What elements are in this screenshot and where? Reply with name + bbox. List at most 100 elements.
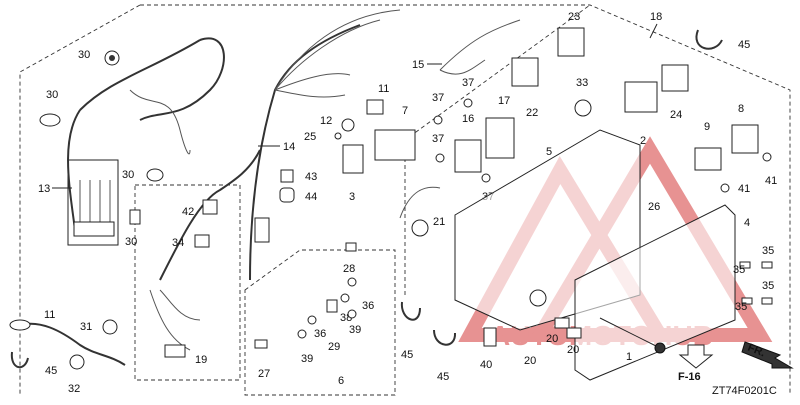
callout-6: 6 [338,375,344,387]
frame-left [19,4,141,395]
receptacle-15 [454,139,482,173]
frame-harness-sub [134,184,241,381]
unit-8 [731,124,759,154]
callout-2: 2 [640,135,646,147]
clamp-30-b [39,113,61,127]
band-45-c [400,301,421,321]
reference-label: F-16 [678,371,701,383]
callout-35-b: 35 [733,264,745,276]
callout-14: 15 [412,59,424,71]
callout-34: 34 [172,237,184,249]
rod-1 [599,317,661,349]
callout-24: 24 [670,109,682,121]
callout-31: 31 [80,321,92,333]
callout-35-d: 35 [735,301,747,313]
callout-20-b: 20 [567,344,579,356]
harness-12 [67,37,225,237]
callout-36-a: 36 [362,300,374,312]
callout-18: 19 [195,354,207,366]
wire-14 [439,19,521,75]
callout-23: 23 [568,11,580,23]
knob-19 [529,289,547,307]
callout-37-a: 37 [432,92,444,104]
callout-5: 5 [546,146,552,158]
callout-45-b: 45 [738,39,750,51]
band-45-d [433,329,457,346]
receptacle-7 [374,129,416,161]
part-29 [326,299,338,313]
screw-27 [345,242,357,252]
callout-45-a: 45 [45,365,57,377]
washer-36-b [307,315,317,325]
callout-35-a: 35 [762,245,774,257]
callout-10: 11 [44,309,55,321]
callout-28: 25 [304,131,316,143]
callout-42: 42 [182,206,194,218]
screw-35-c [761,297,773,305]
callout-39-a: 39 [301,353,313,365]
callout-37-c: 37 [462,77,474,89]
screw-41-a [762,152,772,162]
part-20-b [566,327,582,339]
switch-11-a [366,99,384,115]
callout-3: 3 [349,191,355,203]
switch-3 [342,144,364,174]
washer-36-a [347,277,357,287]
unit-2 [624,81,658,113]
clamp-30-c [146,168,164,182]
callout-22: 22 [526,107,538,119]
receptacle-16 [485,117,515,159]
callout-25: 26 [648,201,660,213]
callout-41-b: 41 [738,183,750,195]
screw-40 [483,327,497,347]
callout-26: 27 [258,368,270,380]
washer-39-b [347,309,357,319]
callout-30-a: 30 [78,49,90,61]
washer-37-c [463,98,473,108]
switch-33 [574,99,592,117]
callout-40: 40 [480,359,492,371]
switch-11-b [341,118,355,132]
callout-19: 20 [524,355,536,367]
grommet-31 [102,319,118,335]
band-45-a [10,351,29,368]
clip-42 [202,199,218,215]
wire-10 [19,322,126,366]
washer-37-a [433,115,443,125]
washer-37-d [481,173,491,183]
clip-43 [280,169,294,183]
sleeve-44 [279,187,295,203]
wire-21 [399,186,441,219]
callout-8: 8 [738,103,744,115]
reference-f16: F-16 [678,344,714,383]
screw-35-a [761,261,773,269]
callout-9: 9 [704,121,710,133]
callout-17: 18 [650,11,662,23]
breaker-22 [511,57,539,87]
callout-4: 4 [744,217,750,229]
callout-13: 14 [283,141,295,153]
callout-30-b: 30 [46,89,58,101]
grommet-32 [69,354,85,370]
callout-11-a: 11 [378,83,389,95]
callout-27: 28 [343,263,355,275]
screw-35-d [741,297,753,305]
callout-29: 29 [328,341,340,353]
screw-41-b [720,183,730,193]
callout-36-b: 36 [314,328,326,340]
clamp-30-d [129,209,141,225]
callout-12: 13 [38,183,50,195]
callout-30-c: 30 [122,169,134,181]
direction-arrow: FR. [741,341,794,369]
callout-33: 33 [576,77,588,89]
unit-9 [694,147,722,171]
callout-21: 21 [433,216,445,228]
callout-20-a: 20 [546,333,558,345]
frame-main [140,4,791,395]
band-45-b [695,29,723,50]
screw-26 [254,339,268,349]
callout-39-b: 39 [349,324,361,336]
callout-45-d: 45 [437,371,449,383]
